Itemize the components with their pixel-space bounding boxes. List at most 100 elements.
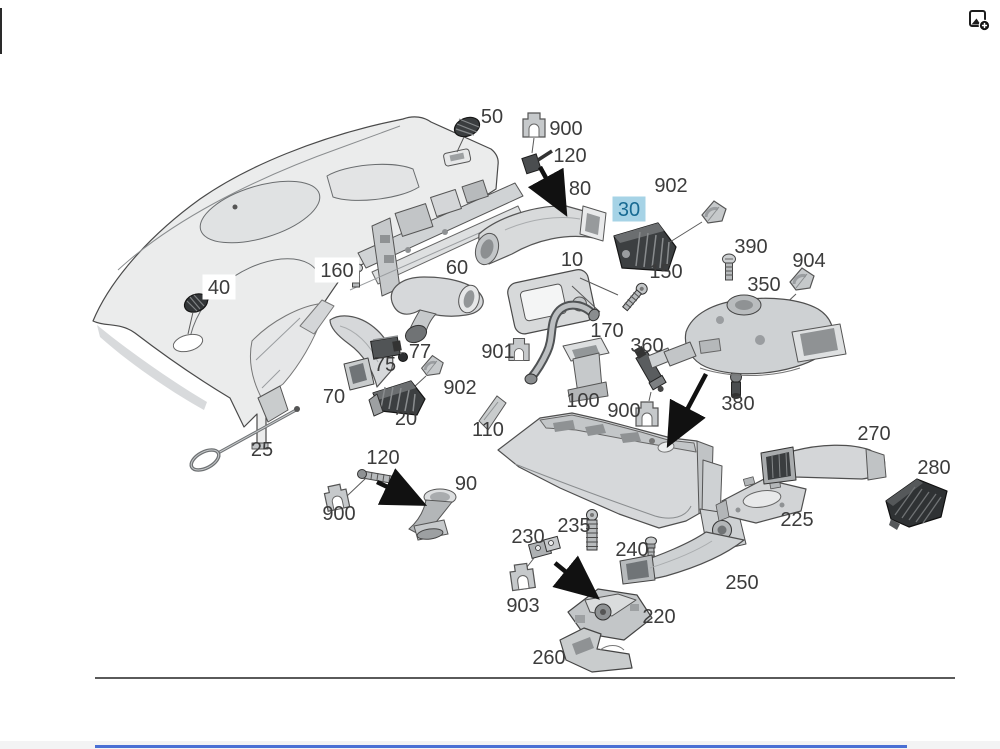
part-number: 160 (320, 260, 353, 282)
dashboard-drawing[interactable] (92, 116, 499, 450)
part-40-drawing[interactable] (171, 290, 210, 354)
part-60-drawing[interactable] (390, 276, 484, 346)
part-label-350[interactable]: 350 (747, 274, 780, 296)
part-label-75[interactable]: 75 (374, 354, 396, 376)
dash-top-panel (326, 163, 420, 201)
part-label-270[interactable]: 270 (857, 423, 890, 445)
part-label-900[interactable]: 900 (322, 503, 355, 525)
part-number: 120 (553, 145, 586, 167)
part-label-360[interactable]: 360 (630, 335, 663, 357)
part-label-904[interactable]: 904 (792, 250, 825, 272)
part-20-drawing[interactable] (368, 380, 426, 417)
part-number: 904 (792, 250, 825, 272)
part-label-50[interactable]: 50 (481, 106, 503, 128)
part-labels-layer: 50 900 120 80 30 902 10 150 390 904 350 60 160 40 170 3… (202, 106, 951, 669)
part-label-235[interactable]: 235 (557, 515, 590, 537)
part-902-top-clip-icon[interactable] (700, 199, 728, 225)
part-270-drawing[interactable] (760, 444, 887, 485)
part-label-20[interactable]: 20 (395, 408, 417, 430)
part-label-110[interactable]: 110 (472, 419, 504, 441)
part-label-40[interactable]: 40 (202, 274, 236, 300)
part-number: 280 (917, 457, 950, 479)
part-label-250[interactable]: 250 (725, 572, 758, 594)
selected-part-highlight (612, 196, 646, 222)
part-label-240[interactable]: 240 (615, 539, 648, 561)
part-label-80[interactable]: 80 (569, 178, 591, 200)
part-label-380[interactable]: 380 (721, 393, 754, 415)
part-label-120[interactable]: 120 (366, 447, 399, 469)
part-label-903[interactable]: 903 (506, 595, 539, 617)
part-number: 360 (630, 335, 663, 357)
part-900-top-clip-icon[interactable] (522, 112, 546, 138)
part-label-90[interactable]: 90 (455, 473, 477, 495)
part-label-150[interactable]: 150 (649, 261, 682, 283)
part-390-drawing[interactable] (722, 253, 736, 281)
part-number: 90 (455, 473, 477, 495)
part-label-220[interactable]: 220 (642, 606, 675, 628)
part-350-drawing[interactable] (647, 294, 847, 376)
part-label-902[interactable]: 902 (443, 377, 476, 399)
part-label-70[interactable]: 70 (323, 386, 345, 408)
part-label-902[interactable]: 902 (654, 175, 687, 197)
part-50-drawing[interactable] (452, 114, 483, 153)
part-110-drawing[interactable] (478, 395, 507, 431)
pointer-arrows (376, 165, 708, 600)
part-label-25[interactable]: 25 (251, 439, 273, 461)
part-number: 900 (322, 503, 355, 525)
part-label-900[interactable]: 900 (607, 400, 640, 422)
part-number: 350 (747, 274, 780, 296)
part-360-drawing[interactable] (631, 344, 669, 402)
part-number: 900 (607, 400, 640, 422)
part-label-60[interactable]: 60 (446, 257, 468, 279)
part-label-170[interactable]: 170 (590, 320, 623, 342)
part-250-drawing[interactable] (619, 508, 747, 585)
part-150-drawing[interactable] (621, 281, 650, 312)
part-number: 77 (409, 341, 431, 363)
part-75-drawing[interactable] (370, 335, 402, 360)
part-label-230[interactable]: 230 (511, 526, 544, 548)
footer-accent-line (95, 745, 907, 748)
part-number: 40 (208, 277, 230, 299)
part-100-drawing[interactable] (562, 337, 610, 403)
part-label-100[interactable]: 100 (566, 390, 599, 412)
part-label-390[interactable]: 390 (734, 236, 767, 258)
part-label-120[interactable]: 120 (553, 145, 586, 167)
part-number: 60 (446, 257, 468, 279)
part-number: 70 (323, 386, 345, 408)
part-label-77[interactable]: 77 (409, 341, 431, 363)
part-number: 80 (569, 178, 591, 200)
part-220-drawing[interactable] (567, 588, 653, 641)
part-label-260[interactable]: 260 (532, 647, 565, 669)
part-label-900[interactable]: 900 (549, 118, 582, 140)
image-mountain-shape (971, 18, 981, 25)
part-number: 235 (557, 515, 590, 537)
part-label-225[interactable]: 225 (780, 509, 813, 531)
part-number: 380 (721, 393, 754, 415)
part-260-drawing[interactable] (559, 627, 633, 673)
part-number: 110 (472, 419, 504, 441)
add-image-icon[interactable] (967, 8, 991, 32)
speaker-grille (199, 180, 321, 244)
label-plate (202, 274, 236, 300)
part-77-drawing[interactable] (398, 352, 408, 362)
part-25-drawing[interactable] (188, 406, 300, 474)
part-380-drawing[interactable] (730, 371, 742, 400)
part-120-top-drawing[interactable] (521, 149, 553, 175)
part-80-drawing[interactable] (472, 205, 607, 268)
part-label-10[interactable]: 10 (561, 249, 583, 271)
part-label-30[interactable]: 30 (612, 196, 646, 222)
part-90-drawing[interactable] (408, 488, 457, 541)
part-label-280[interactable]: 280 (917, 457, 950, 479)
center-console-drawing[interactable] (497, 412, 723, 529)
part-225-drawing[interactable] (715, 476, 807, 524)
part-label-901[interactable]: 901 (481, 341, 514, 363)
part-label-160[interactable]: 160 (314, 257, 360, 283)
part-230-drawing[interactable] (526, 535, 561, 568)
part-280-drawing[interactable] (885, 478, 948, 530)
part-30-drawing[interactable] (613, 221, 703, 272)
part-235-drawing[interactable] (586, 509, 598, 551)
part-170-drawing[interactable] (524, 300, 601, 385)
part-903-clip-icon[interactable] (508, 562, 536, 592)
part-120-bottom-drawing[interactable] (346, 469, 398, 497)
label-plate (314, 257, 360, 283)
